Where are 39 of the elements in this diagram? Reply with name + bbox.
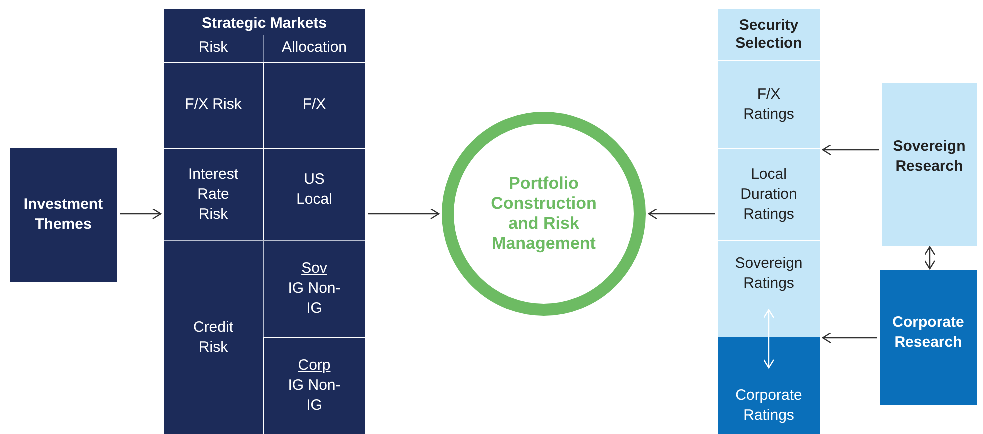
cell-text: Allocation (282, 38, 348, 58)
table-cell (263, 240, 365, 337)
cell-text: F/X (302, 95, 326, 116)
cell-text: Sovereign Research (892, 137, 967, 177)
cell-text: Local Duration Ratings (740, 164, 798, 224)
arrow (822, 144, 879, 156)
arrow (648, 208, 715, 220)
table-cell (263, 148, 365, 240)
cell-text: Portfolio Construction and Risk Management (490, 174, 598, 254)
cell-text: Corp (298, 356, 331, 376)
research-box (880, 270, 977, 405)
table-cell (263, 337, 365, 434)
table-cell (718, 337, 820, 434)
cell-text: Interest Rate Risk (187, 164, 240, 224)
table-cell (263, 62, 365, 148)
cell-text: Risk (198, 38, 228, 58)
panel-heading: Security Selection (734, 16, 804, 53)
cell-text: IG Non-IG (288, 279, 342, 319)
cell-text: Credit Risk (192, 318, 234, 358)
process-circle (442, 112, 646, 316)
cell-text: F/X Risk (185, 95, 242, 116)
markets-panel (164, 9, 365, 434)
selection-panel (718, 9, 820, 434)
cell-text: F/X Ratings (742, 84, 796, 124)
cell-text: Corporate Ratings (734, 386, 804, 426)
cell-text: Sovereign Ratings (734, 254, 804, 294)
cell-text: Sov (302, 259, 328, 279)
arrow (120, 208, 162, 220)
arrow (924, 246, 936, 270)
panel-heading: Strategic Markets (202, 14, 328, 33)
cell-text: Investment Themes (22, 195, 104, 235)
cell-text: Corporate Research (892, 312, 966, 352)
theme-box (10, 148, 117, 282)
cell-text: US Local (296, 170, 334, 210)
arrow (763, 309, 775, 369)
arrow (368, 208, 440, 220)
research-box (882, 83, 977, 246)
cell-text: IG Non-IG (288, 376, 342, 416)
arrow (822, 332, 877, 344)
